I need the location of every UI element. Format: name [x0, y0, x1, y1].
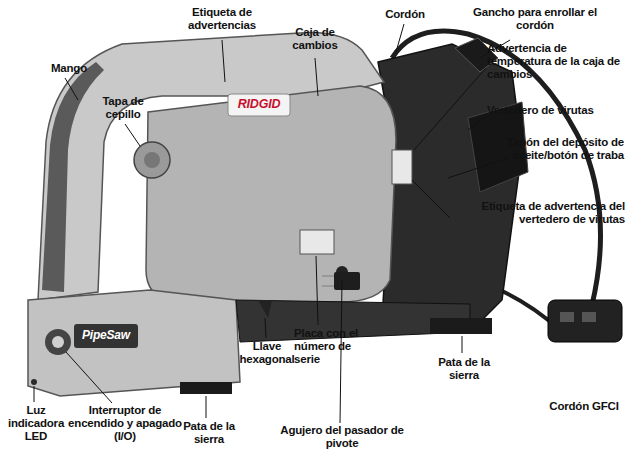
part-label: Tapón del depósito de aceite/botón de tr… [500, 136, 624, 162]
name-badge [74, 324, 138, 348]
gfci-button [560, 312, 574, 322]
part-label: Gancho para enrollar el cordón [468, 6, 602, 32]
plug [322, 285, 334, 287]
part-label: Cordón GFCI [543, 400, 625, 413]
leader-lines [34, 24, 510, 423]
gfci-box [548, 300, 622, 342]
part-label: Placa con el número de serie [294, 327, 366, 366]
part-label: Pata de la sierra [178, 420, 240, 446]
plug [322, 275, 334, 277]
part-label: Advertencia de temperatura de la caja de… [487, 42, 625, 81]
gfci-button [582, 312, 596, 322]
part-label: Luz indicadora LED [2, 404, 70, 443]
part-label: Etiqueta de advertencias [172, 6, 272, 32]
rear-housing [378, 44, 522, 332]
power-switch [52, 336, 64, 348]
hex-key [258, 300, 272, 318]
part-label: Tapa de cepillo [88, 95, 158, 121]
warning-sticker [392, 150, 412, 184]
brush-cap [144, 152, 160, 168]
front-base [28, 290, 240, 396]
part-label: Mango [38, 62, 100, 75]
logo-badge [228, 94, 290, 116]
brand-text: PipeSaw [76, 329, 136, 342]
led-light [31, 379, 37, 385]
plug [334, 272, 360, 290]
part-label: Vertedero de virutas [487, 104, 625, 117]
brand-text: RIDGID [229, 98, 289, 111]
part-label: Interruptor de encendido y apagado (I/O) [68, 404, 182, 443]
part-label: Agujero del pasador de pivote [278, 424, 406, 450]
gearbox [146, 86, 396, 302]
part-label: Cordón [370, 8, 440, 21]
part-label: Caja de cambios [283, 26, 347, 52]
brush-cap [134, 142, 170, 178]
part-label: Llave hexagonal [232, 340, 302, 366]
part-label: Etiqueta de advertencia del vertedero de… [451, 200, 625, 226]
handle-grip [42, 62, 104, 292]
serial-plate [300, 230, 334, 254]
power-switch [45, 329, 71, 355]
saw-foot [180, 382, 232, 394]
part-label: Pata de la sierra [432, 356, 496, 382]
saw-foot [430, 318, 492, 334]
